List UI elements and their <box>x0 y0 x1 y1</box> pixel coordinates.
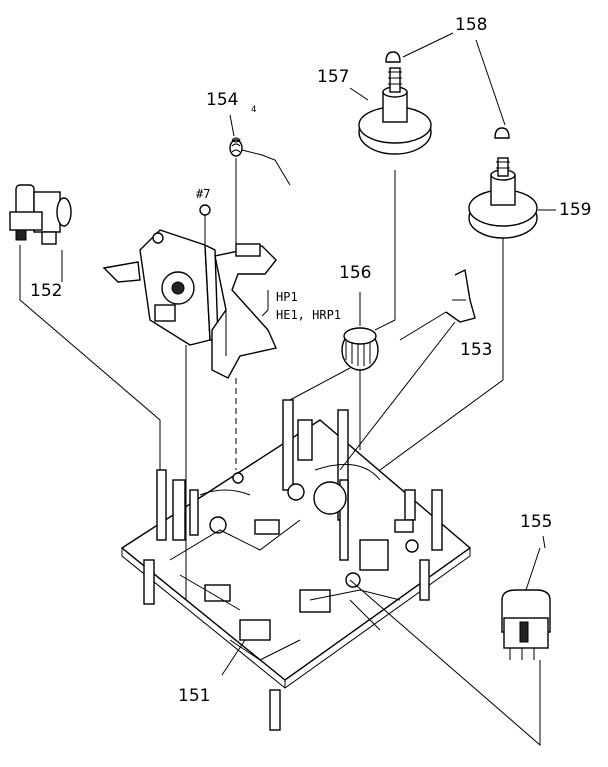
part-157 <box>358 67 432 155</box>
label-154: 154 <box>206 90 239 110</box>
label-hp1: HP1 <box>276 290 298 304</box>
label-158: 158 <box>455 15 488 35</box>
label-155: 155 <box>520 512 553 532</box>
label-screw-7: #7 <box>196 187 211 201</box>
leader-lines <box>19 32 556 747</box>
label-152: 152 <box>30 281 63 301</box>
part-153 <box>445 268 476 323</box>
part-158 <box>385 51 510 139</box>
label-151: 151 <box>178 686 211 706</box>
label-153: 153 <box>460 340 493 360</box>
label-157: 157 <box>317 67 350 87</box>
label-159: 159 <box>559 200 592 220</box>
head-assembly <box>102 229 277 379</box>
chassis-151 <box>120 399 472 731</box>
part-155 <box>501 589 551 660</box>
screw-7 <box>199 204 211 226</box>
label-he1-hrp1: HE1, HRP1 <box>276 308 342 322</box>
label-156: 156 <box>339 263 372 283</box>
part-156 <box>341 327 379 371</box>
label-small-4: 4 <box>251 105 257 115</box>
part-159 <box>468 157 538 239</box>
part-152 <box>9 184 72 245</box>
part-154 <box>229 137 291 186</box>
